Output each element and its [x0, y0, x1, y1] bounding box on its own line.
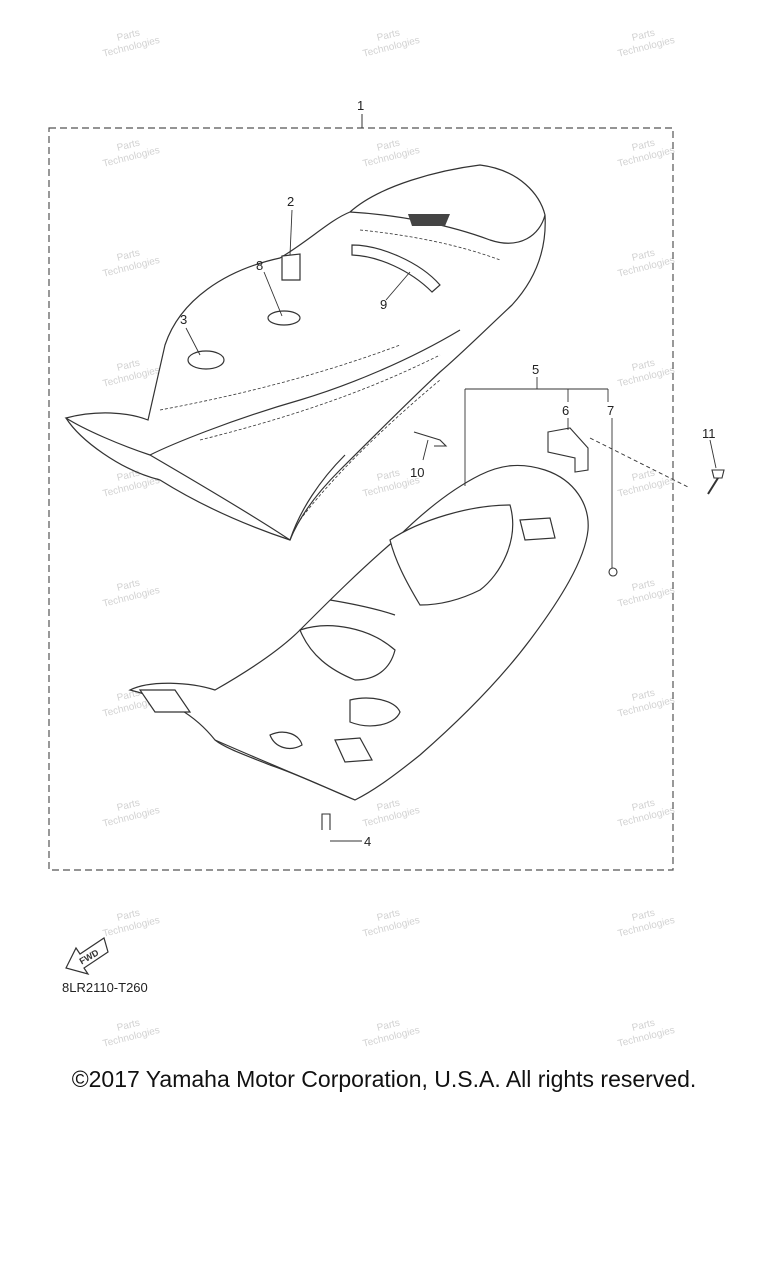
callout-1[interactable]: 1 [357, 98, 365, 113]
seat-top [64, 164, 546, 541]
leader-lines [185, 209, 717, 842]
callout-7[interactable]: 7 [607, 403, 615, 418]
callout-2[interactable]: 2 [287, 194, 295, 209]
assembly-dashed-frame [48, 127, 674, 871]
callout-8[interactable]: 8 [256, 258, 264, 273]
callout-10[interactable]: 10 [410, 465, 425, 480]
callout-9[interactable]: 9 [380, 297, 388, 312]
callout-4[interactable]: 4 [364, 834, 372, 849]
callout-5[interactable]: 5 [532, 362, 540, 377]
copyright-notice: ©2017 Yamaha Motor Corporation, U.S.A. A… [71, 1066, 697, 1092]
fwd-arrow-icon [65, 937, 109, 976]
callout-6[interactable]: 6 [562, 403, 570, 418]
callout-11[interactable]: 11 [702, 426, 716, 441]
hardware-parts [321, 427, 725, 830]
diagram-code: 8LR2110-T260 [62, 980, 148, 995]
seat-base [128, 464, 589, 801]
callout-3[interactable]: 3 [180, 312, 188, 327]
